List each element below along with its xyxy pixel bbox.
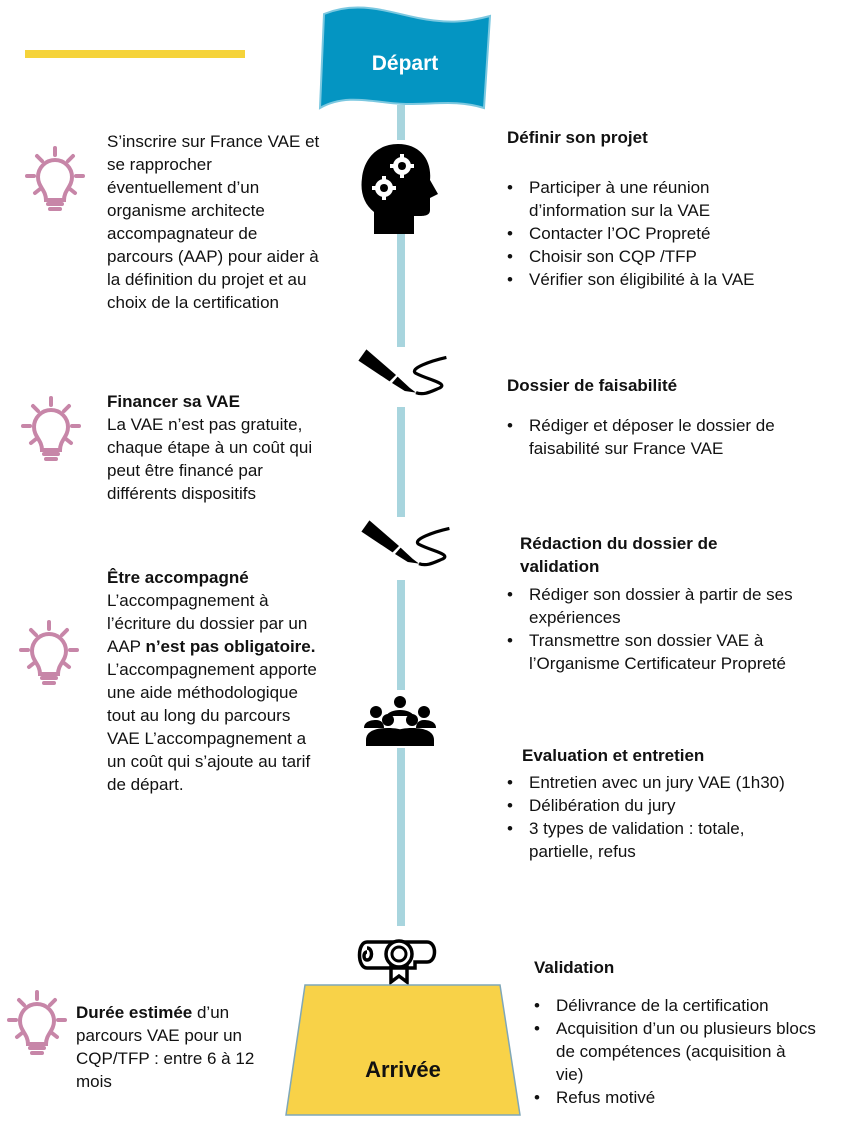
step-bullet: Contacter l’OC Propreté [507, 222, 807, 245]
step-bullet: 3 types de validation : totale, partiell… [507, 817, 779, 863]
diploma-icon [357, 939, 437, 986]
step-bullet: Transmettre son dossier VAE à l’Organism… [507, 629, 822, 675]
timeline-line [397, 105, 405, 140]
step-bullet: Délibération du jury [507, 794, 807, 817]
step-title: Définir son projet [507, 128, 648, 147]
lightbulb-icon [0, 984, 74, 1064]
step-validation: Validation Délivrance de la certificatio… [534, 956, 834, 1109]
note-emphasis: n’est pas obligatoire. [145, 637, 316, 656]
arrival-label: Arrivée [365, 1057, 441, 1082]
step-evaluation: Evaluation et entretien Entretien avec u… [507, 744, 807, 863]
arrival-block: Arrivée [285, 984, 521, 1116]
step-bullet: Refus motivé [534, 1086, 834, 1109]
note-title: Être accompagné [107, 568, 249, 587]
step-bullet: Délivrance de la certification [534, 994, 834, 1017]
step-feasibility: Dossier de faisabilité Rédiger et dépose… [507, 374, 807, 460]
note-financing: Financer sa VAE La VAE n’est pas gratuit… [107, 390, 317, 505]
step-writing: Rédaction du dossier de validation Rédig… [507, 532, 822, 675]
timeline-line [397, 580, 405, 690]
note-text: La VAE n’est pas gratuite, chaque étape … [107, 415, 313, 503]
step-title: Dossier de faisabilité [507, 376, 678, 395]
note-duration: Durée estimée d’un parcours VAE pour un … [76, 1001, 276, 1093]
pen-signature-icon [355, 514, 451, 578]
step-bullet: Vérifier son éligibilité à la VAE [507, 268, 807, 291]
timeline-line [397, 407, 405, 517]
accent-bar [25, 50, 245, 58]
step-bullet: Participer à une réunion d’information s… [507, 176, 807, 222]
step-bullet: Acquisition d’un ou plusieurs blocs de c… [534, 1017, 816, 1086]
timeline-line [397, 748, 405, 926]
lightbulb-icon [6, 614, 86, 694]
step-title: Validation [534, 958, 615, 977]
step-bullet: Rédiger et déposer le dossier de faisabi… [507, 414, 807, 460]
start-flag: Départ [318, 4, 492, 112]
flag-shape [318, 6, 492, 110]
lightbulb-icon [12, 140, 92, 220]
group-icon [364, 696, 436, 746]
note-text: L’accompagnement apporte une aide méthod… [107, 660, 317, 794]
start-label: Départ [371, 52, 439, 75]
step-define-project: Définir son projet Participer à une réun… [507, 126, 807, 291]
step-title: Evaluation et entretien [522, 746, 705, 765]
note-text: L’accompagnement à l’écriture du dossier… [107, 591, 308, 656]
head-gears-icon [361, 144, 438, 234]
lightbulb-icon [8, 390, 88, 470]
note-text: S’inscrire sur France VAE et se rapproch… [107, 132, 320, 312]
note-title: Durée estimée [76, 1003, 193, 1022]
arrival-shape [285, 984, 521, 1116]
note-title: Financer sa VAE [107, 392, 240, 411]
step-bullet: Choisir son CQP /TFP [507, 245, 807, 268]
step-title: Rédaction du dossier de validation [520, 534, 718, 576]
note-support: Être accompagné L’accompagnement à l’écr… [107, 566, 322, 796]
note-text: d’un parcours VAE pour un CQP/TFP : entr… [76, 1003, 255, 1091]
pen-signature-icon [352, 343, 448, 407]
note-registration: S’inscrire sur France VAE et se rapproch… [107, 130, 322, 314]
timeline-line [397, 232, 405, 347]
step-bullet: Entretien avec un jury VAE (1h30) [507, 771, 807, 794]
step-bullet: Rédiger son dossier à partir de ses expé… [507, 583, 822, 629]
